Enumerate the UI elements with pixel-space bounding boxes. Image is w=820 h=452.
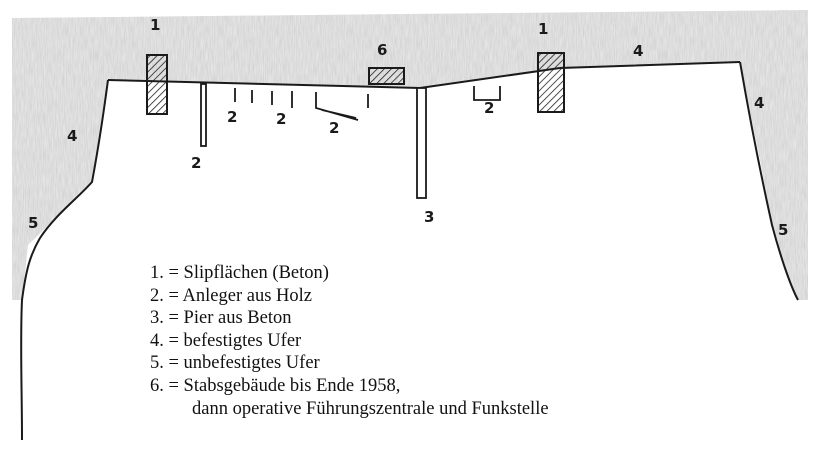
legend-item-2: 2. = Anleger aus Holz bbox=[150, 285, 312, 306]
jetty-angled bbox=[315, 92, 359, 121]
label-jetty-d: 2 bbox=[329, 119, 339, 137]
legend-item-1: 1. = Slipflächen (Beton) bbox=[150, 263, 329, 283]
wooden-jetties bbox=[200, 83, 501, 147]
jetty-long bbox=[200, 83, 207, 147]
slipway-right bbox=[537, 52, 565, 113]
shore-right bbox=[739, 61, 799, 301]
water-area bbox=[20, 62, 805, 452]
staff-building bbox=[368, 67, 405, 85]
legend-item-5: 5. = unbefestigtes Ufer bbox=[150, 353, 320, 374]
legend: 1. = Slipflächen (Beton) 2. = Anleger au… bbox=[150, 262, 549, 420]
label-pier: 3 bbox=[424, 208, 434, 226]
label-jetty-b: 2 bbox=[227, 108, 237, 126]
label-building: 6 bbox=[377, 41, 387, 59]
legend-item-3: 3. = Pier aus Beton bbox=[150, 308, 292, 329]
label-shore-top-right-4: 4 bbox=[633, 42, 643, 60]
label-jetty-c: 2 bbox=[276, 110, 286, 128]
jetty-right-box bbox=[473, 86, 501, 101]
label-slip-left: 1 bbox=[150, 16, 160, 34]
legend-item-6: 6. = Stabsgebäude bis Ende 1958, bbox=[150, 375, 401, 396]
concrete-pier bbox=[416, 87, 427, 199]
legend-item-6-continued: dann operative Führungszentrale und Funk… bbox=[192, 398, 549, 419]
label-slip-right: 1 bbox=[538, 20, 548, 38]
label-shore-right-5: 5 bbox=[778, 221, 788, 239]
shoreline bbox=[107, 61, 741, 90]
label-jetty-e: 2 bbox=[484, 99, 494, 117]
label-shore-left-4: 4 bbox=[67, 127, 77, 145]
label-shore-left-5: 5 bbox=[28, 214, 38, 232]
shore-left bbox=[20, 79, 109, 441]
label-jetty-a: 2 bbox=[191, 154, 201, 172]
legend-item-4: 4. = befestigtes Ufer bbox=[150, 330, 302, 351]
slipway-left bbox=[146, 54, 168, 115]
label-shore-right-4: 4 bbox=[754, 94, 764, 112]
